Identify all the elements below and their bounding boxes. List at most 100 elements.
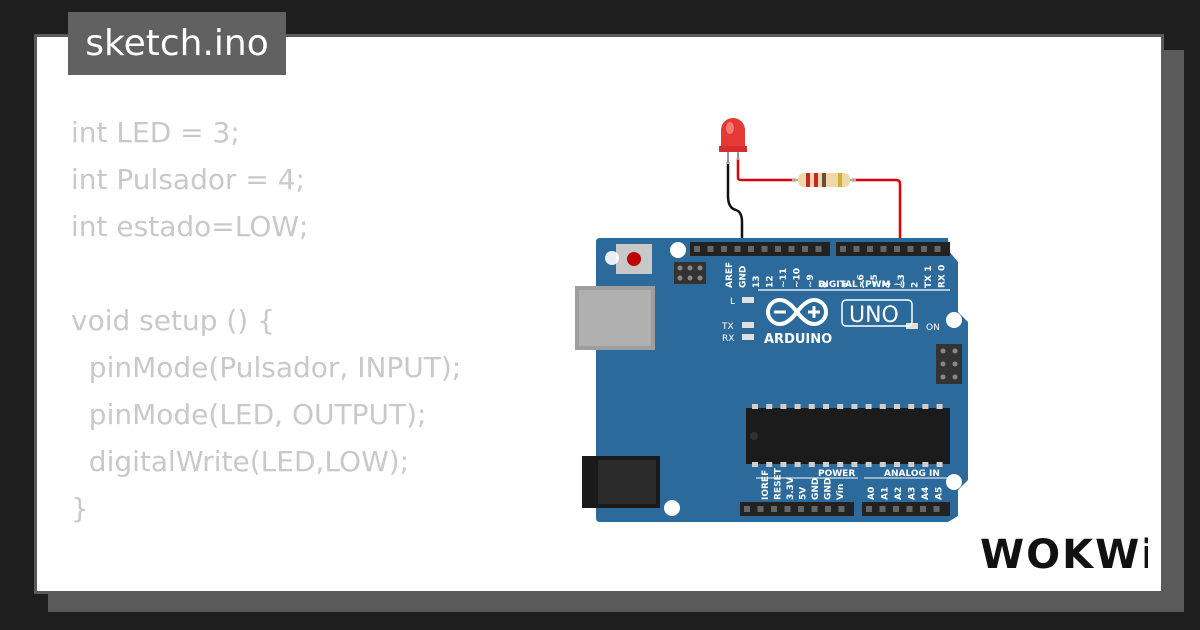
pin-label: ~3 (897, 274, 907, 288)
digital-pwm-label: DIGITAL (PWM ~) (818, 280, 905, 290)
header-pin[interactable] (825, 506, 831, 512)
header-pin[interactable] (757, 506, 764, 512)
chip-leg (752, 462, 758, 467)
header-pin[interactable] (853, 246, 860, 252)
header-pin[interactable] (879, 506, 886, 512)
header-pin[interactable] (880, 246, 887, 252)
header-pin[interactable] (734, 246, 741, 252)
chip-leg (794, 462, 801, 467)
chip-leg (808, 462, 815, 467)
chip-leg (894, 462, 900, 467)
pin-label: 8 (820, 282, 830, 288)
pin-label: ~9 (806, 274, 816, 288)
header-pin[interactable] (815, 246, 822, 252)
resistor[interactable] (792, 173, 856, 187)
pin-label: 4 (884, 282, 894, 288)
pin-label: AREF (725, 262, 735, 288)
header-pin[interactable] (771, 506, 777, 512)
header-pin[interactable] (866, 506, 872, 512)
digital-header-left (690, 242, 830, 256)
chip-leg (879, 462, 886, 467)
reset-button[interactable] (616, 244, 652, 274)
chip-leg (837, 462, 844, 467)
code-line: int Pulsador = 4; (71, 163, 305, 196)
header-pin[interactable] (840, 246, 846, 252)
mounting-hole (946, 312, 962, 328)
chip-leg (865, 462, 872, 467)
code-line: void loop() { (71, 579, 461, 591)
header-pin[interactable] (721, 246, 727, 252)
mounting-hole (664, 500, 680, 516)
pin-label: A2 (894, 487, 904, 500)
header-pin[interactable] (921, 246, 927, 252)
wokwi-logo-text: WOKWi (980, 532, 1148, 578)
chip-leg (922, 404, 929, 409)
header-pin[interactable] (811, 506, 818, 512)
chip-leg (823, 404, 829, 409)
chip-leg (908, 462, 915, 467)
red-wire-led-to-resistor (736, 158, 796, 182)
led-label-l: L (730, 297, 735, 307)
chip-leg (752, 404, 758, 409)
header-pin[interactable] (907, 246, 914, 252)
header-pin[interactable] (798, 506, 804, 512)
header-pin[interactable] (906, 506, 913, 512)
power-header (740, 502, 854, 516)
pin-label: GND (811, 478, 821, 500)
chip-leg (766, 404, 773, 409)
header-pin[interactable] (694, 246, 700, 252)
red-led[interactable] (719, 118, 747, 164)
chip-leg (837, 404, 844, 409)
header-pin[interactable] (802, 246, 808, 252)
pin-label: A1 (881, 487, 891, 500)
code-line: void setup () { (71, 304, 275, 337)
header-pin[interactable] (784, 506, 791, 512)
uno-model-text: UNO (849, 303, 899, 328)
icsp-header-1 (674, 262, 706, 284)
chip-leg (894, 404, 900, 409)
pin-label: ~6 (857, 274, 867, 288)
chip-leg (808, 404, 815, 409)
led-label-on: ON (926, 323, 940, 333)
pin-label: RESET (774, 467, 784, 500)
header-pin[interactable] (775, 246, 781, 252)
header-pin[interactable] (761, 246, 768, 252)
chip-leg (823, 462, 829, 467)
header-pin[interactable] (707, 246, 714, 252)
header-pin[interactable] (893, 506, 899, 512)
header-pin[interactable] (920, 506, 926, 512)
header-pin[interactable] (744, 506, 750, 512)
code-line (71, 250, 461, 297)
pin-label: A5 (935, 487, 945, 500)
header-pin[interactable] (933, 506, 940, 512)
pin-label: 3.3V (786, 477, 796, 500)
code-line: pinMode(Pulsador, INPUT); (71, 351, 462, 384)
pin-label: TX 1 (924, 266, 934, 288)
analog-in-label: ANALOG IN (884, 469, 940, 479)
code-line: } (71, 492, 89, 525)
chip-leg (780, 404, 787, 409)
header-pin[interactable] (748, 246, 754, 252)
code-line (71, 532, 461, 579)
pin-label: GND (824, 478, 834, 500)
pin-label: A3 (908, 487, 918, 500)
pin-label: ~11 (779, 268, 789, 288)
header-pin[interactable] (788, 246, 795, 252)
header-pin[interactable] (894, 246, 900, 252)
red-wire-resistor-to-pin3 (852, 178, 902, 250)
pin-label: 12 (766, 275, 776, 288)
header-pin[interactable] (838, 506, 845, 512)
led-label-tx: TX (721, 322, 734, 332)
pin-label: Vin (836, 484, 846, 500)
code-line: pinMode(LED, OUTPUT); (71, 398, 427, 431)
header-pin[interactable] (934, 246, 941, 252)
arduino-brand-text: ARDUINO (764, 332, 832, 347)
code-editor: int LED = 3;int Pulsador = 4;int estado=… (71, 109, 462, 591)
chip-leg (908, 404, 915, 409)
pin-label: ~5 (870, 274, 880, 288)
black-wire (726, 162, 744, 250)
chip-leg (936, 462, 943, 467)
header-pin[interactable] (867, 246, 873, 252)
